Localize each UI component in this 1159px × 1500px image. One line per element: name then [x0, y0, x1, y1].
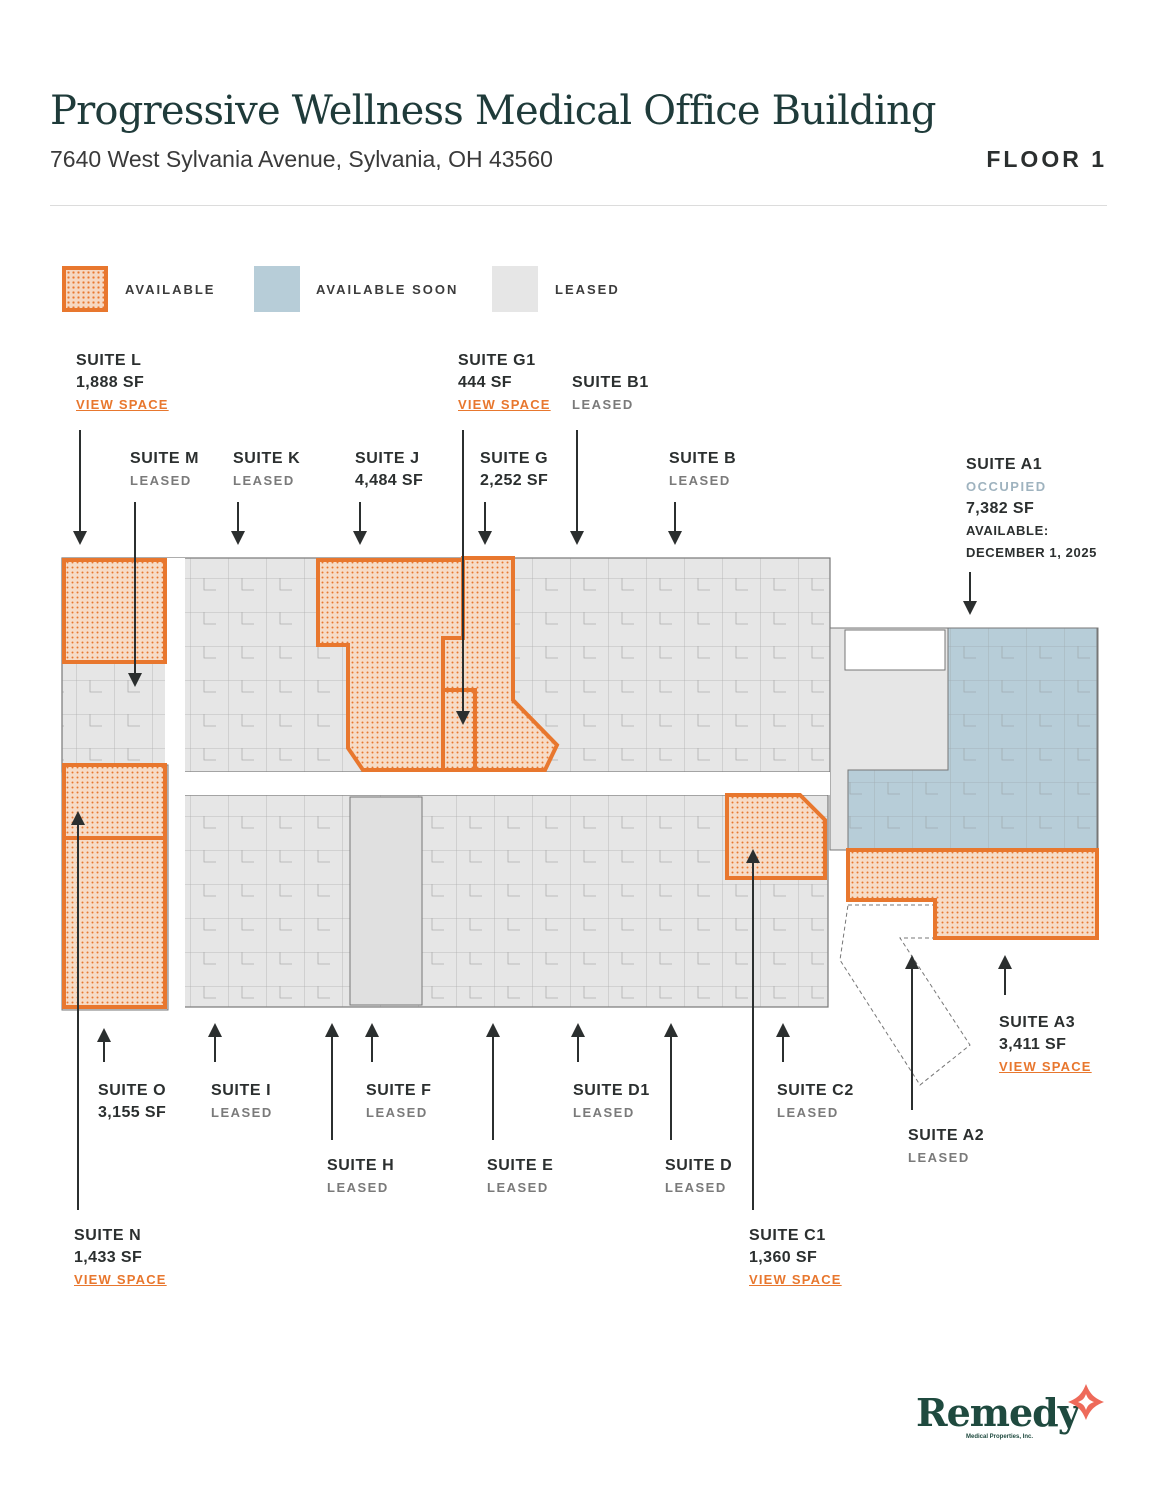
- suite-status: LEASED: [366, 1105, 428, 1120]
- suite-name: SUITE L: [76, 352, 142, 369]
- suite-l-area[interactable]: [62, 558, 167, 664]
- suite-square-feet: 3,155 SF: [98, 1104, 167, 1121]
- logo-mark-icon: [1068, 1384, 1104, 1420]
- suite-name: SUITE J: [355, 450, 420, 467]
- suite-status: LEASED: [130, 473, 192, 488]
- suite-label-d: SUITE D LEASED: [665, 1155, 732, 1199]
- suite-available-label: AVAILABLE:: [966, 523, 1049, 538]
- remedy-logo: Remedy Medical Properties, Inc.: [916, 1384, 1104, 1440]
- view-space-link[interactable]: VIEW SPACE: [74, 1272, 167, 1287]
- suite-status: LEASED: [572, 397, 634, 412]
- view-space-link[interactable]: VIEW SPACE: [76, 397, 169, 412]
- suite-status: LEASED: [233, 473, 295, 488]
- legend-label-leased: LEASED: [555, 282, 620, 297]
- suite-name: SUITE F: [366, 1082, 432, 1099]
- suite-square-feet: 3,411 SF: [999, 1036, 1067, 1053]
- suite-square-feet: 7,382 SF: [966, 500, 1035, 517]
- suite-name: SUITE G1: [458, 352, 536, 369]
- suite-g1-area[interactable]: [441, 688, 477, 772]
- view-space-link[interactable]: VIEW SPACE: [458, 397, 551, 412]
- suite-status: LEASED: [777, 1105, 839, 1120]
- suite-name: SUITE N: [74, 1227, 142, 1244]
- suite-label-g1: SUITE G1 444 SF VIEW SPACE: [458, 350, 551, 416]
- suite-square-feet: 1,360 SF: [749, 1249, 818, 1266]
- suite-name: SUITE I: [211, 1082, 272, 1099]
- suite-label-a2: SUITE A2 LEASED: [908, 1125, 984, 1169]
- suite-c1-area[interactable]: [725, 793, 827, 880]
- suite-name: SUITE B: [669, 450, 737, 467]
- suite-status: LEASED: [327, 1180, 389, 1195]
- suite-label-b: SUITE B LEASED: [669, 448, 736, 492]
- suite-label-k: SUITE K LEASED: [233, 448, 300, 492]
- floor-label: FLOOR 1: [986, 146, 1107, 172]
- suite-n-area[interactable]: [62, 763, 167, 840]
- suite-square-feet: 4,484 SF: [355, 472, 424, 489]
- suite-label-d1: SUITE D1 LEASED: [573, 1080, 650, 1124]
- suite-a3-area[interactable]: [846, 848, 1099, 940]
- suite-square-feet: 1,888 SF: [76, 374, 145, 391]
- suite-name: SUITE C2: [777, 1082, 854, 1099]
- suite-status: LEASED: [211, 1105, 273, 1120]
- legend-label-available: AVAILABLE: [125, 282, 216, 297]
- suite-name: SUITE A3: [999, 1014, 1076, 1031]
- suite-status: LEASED: [487, 1180, 549, 1195]
- suite-name: SUITE E: [487, 1157, 554, 1174]
- suite-name: SUITE A1: [966, 456, 1043, 473]
- logo-wordmark: Remedy: [916, 1390, 1080, 1435]
- suite-label-l: SUITE L 1,888 SF VIEW SPACE: [76, 350, 169, 416]
- suite-name: SUITE D1: [573, 1082, 650, 1099]
- suite-label-e: SUITE E LEASED: [487, 1155, 553, 1199]
- suite-available-date: DECEMBER 1, 2025: [966, 545, 1097, 560]
- suite-square-feet: 1,433 SF: [74, 1249, 143, 1266]
- suite-name: SUITE A2: [908, 1127, 985, 1144]
- suite-label-c1: SUITE C1 1,360 SF VIEW SPACE: [749, 1225, 842, 1291]
- suite-label-h: SUITE H LEASED: [327, 1155, 394, 1199]
- suite-label-a1: SUITE A1 OCCUPIED 7,382 SF AVAILABLE: DECEMB…: [966, 454, 1097, 564]
- suite-label-f: SUITE F LEASED: [366, 1080, 432, 1124]
- header-divider: [50, 205, 1107, 206]
- suite-label-a3: SUITE A3 3,411 SF VIEW SPACE: [999, 1012, 1092, 1078]
- suite-name: SUITE O: [98, 1082, 167, 1099]
- suite-status: LEASED: [908, 1150, 970, 1165]
- logo-subtitle: Medical Properties, Inc.: [966, 1434, 1034, 1440]
- view-space-link[interactable]: VIEW SPACE: [749, 1272, 842, 1287]
- building-address: 7640 West Sylvania Avenue, Sylvania, OH …: [50, 146, 553, 172]
- suite-label-j: SUITE J 4,484 SF: [355, 448, 423, 492]
- suite-name: SUITE K: [233, 450, 301, 467]
- legend-swatch-available-soon: [254, 266, 300, 312]
- suite-name: SUITE H: [327, 1157, 395, 1174]
- suite-pointer-arrows: [71, 430, 1012, 1210]
- legend-swatch-available: [62, 266, 108, 312]
- suite-square-feet: 2,252 SF: [480, 472, 549, 489]
- legend-label-available-soon: AVAILABLE SOON: [316, 282, 459, 297]
- suite-label-b1: SUITE B1 LEASED: [572, 372, 649, 416]
- suite-name: SUITE D: [665, 1157, 733, 1174]
- suite-label-n: SUITE N 1,433 SF VIEW SPACE: [74, 1225, 167, 1291]
- suite-status: LEASED: [669, 473, 731, 488]
- suite-o-area[interactable]: [62, 836, 167, 1009]
- suite-status: LEASED: [573, 1105, 635, 1120]
- suite-status: OCCUPIED: [966, 479, 1047, 494]
- suite-label-g: SUITE G 2,252 SF: [480, 448, 548, 492]
- view-space-link[interactable]: VIEW SPACE: [999, 1059, 1092, 1074]
- suite-status: LEASED: [665, 1180, 727, 1195]
- suite-label-o: SUITE O 3,155 SF: [98, 1080, 166, 1124]
- suite-name: SUITE B1: [572, 374, 649, 391]
- suite-name: SUITE C1: [749, 1227, 826, 1244]
- suite-square-feet: 444 SF: [458, 374, 512, 391]
- page-title: Progressive Wellness Medical Office Buil…: [50, 88, 937, 134]
- suite-label-i: SUITE I LEASED: [211, 1080, 273, 1124]
- suite-label-m: SUITE M LEASED: [130, 448, 199, 492]
- suite-name: SUITE G: [480, 450, 549, 467]
- suite-name: SUITE M: [130, 450, 200, 467]
- legend-swatch-leased: [492, 266, 538, 312]
- suite-label-c2: SUITE C2 LEASED: [777, 1080, 854, 1124]
